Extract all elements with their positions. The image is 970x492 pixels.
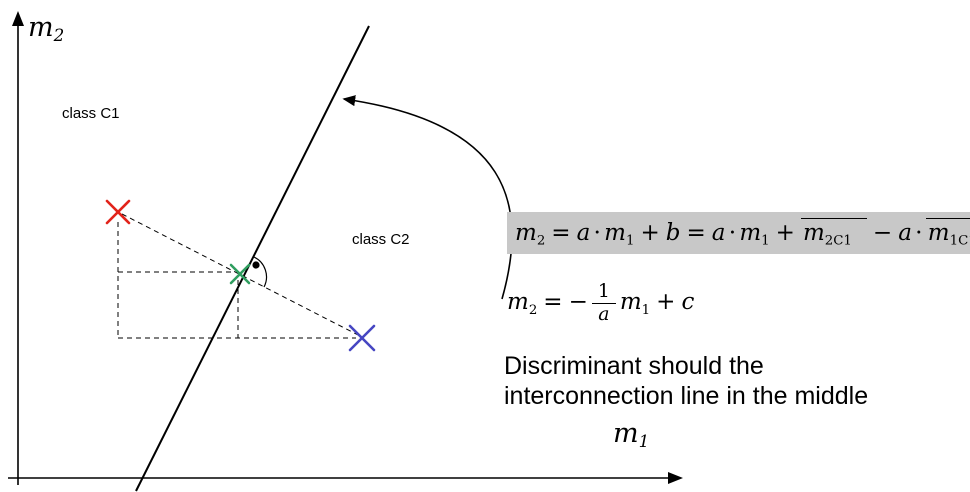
f2-op: =: [543, 289, 563, 316]
f2-term: c: [681, 289, 695, 316]
f1-term: a: [898, 220, 912, 246]
f2-sub: 1: [641, 302, 651, 318]
f1-sub: 2C1: [824, 233, 852, 249]
x-axis-label: m1: [613, 418, 649, 449]
discriminant-line: [135, 25, 370, 492]
f1-op: ⋅: [914, 220, 923, 246]
f1-op: =: [551, 220, 571, 246]
f1-sub: 1: [625, 233, 635, 249]
y-axis-arrowhead-icon: [12, 11, 24, 26]
class-c1-label: class C1: [62, 105, 120, 122]
x-axis-sub: 1: [638, 431, 650, 452]
y-axis-sub: 2: [53, 25, 65, 46]
f1-term: m: [739, 220, 762, 246]
class-c2-marker: [348, 324, 376, 352]
f2-term: m: [619, 289, 642, 316]
f1-op: +: [775, 220, 795, 246]
f1-op: ⋅: [593, 220, 602, 246]
f1-op: ⋅: [728, 220, 737, 246]
pointer-arrow: [342, 95, 513, 300]
f1-sub: 1C1: [949, 233, 970, 249]
discriminant-formula: m2=a⋅m1+b=a⋅m1+m2C1−a⋅m1C1: [507, 212, 970, 254]
f2-op: −: [568, 289, 588, 316]
f1-term: m: [802, 220, 825, 246]
y-axis-var: m: [28, 12, 54, 43]
right-angle-arc: [253, 256, 268, 288]
f1-term: m: [927, 220, 950, 246]
f1-op: −: [872, 220, 893, 246]
f2-term: m: [507, 289, 529, 316]
x-axis-arrowhead-icon: [668, 472, 683, 484]
f1-term: a: [576, 220, 591, 246]
note-text: Discriminant should the interconnection …: [504, 351, 868, 411]
class-c2-label: class C2: [352, 231, 410, 248]
mean-m1c1-term: m1C1: [925, 218, 970, 249]
fraction-numerator: 1: [591, 280, 616, 305]
f1-term: m: [515, 220, 537, 246]
mean-m2c1-term: m2C1: [800, 218, 867, 249]
midpoint-marker: [229, 263, 251, 285]
fraction-denominator: a: [598, 303, 610, 326]
f1-sub: 2: [536, 233, 546, 249]
f1-term: b: [665, 220, 681, 246]
f1-sub: 1: [761, 233, 770, 249]
f1-term: a: [711, 220, 726, 246]
class-c1-marker: [105, 199, 131, 225]
f2-op: +: [656, 289, 676, 316]
y-axis-label: m2: [28, 12, 64, 43]
f2-sub: 2: [528, 302, 538, 318]
f1-op: =: [686, 220, 706, 246]
f1-term: m: [604, 220, 626, 246]
x-axis-var: m: [613, 418, 639, 449]
right-angle-dot: [252, 261, 260, 269]
f1-op: +: [640, 220, 660, 246]
note-line-1: Discriminant should the: [504, 352, 764, 380]
note-line-2: interconnection line in the middle: [504, 382, 869, 410]
